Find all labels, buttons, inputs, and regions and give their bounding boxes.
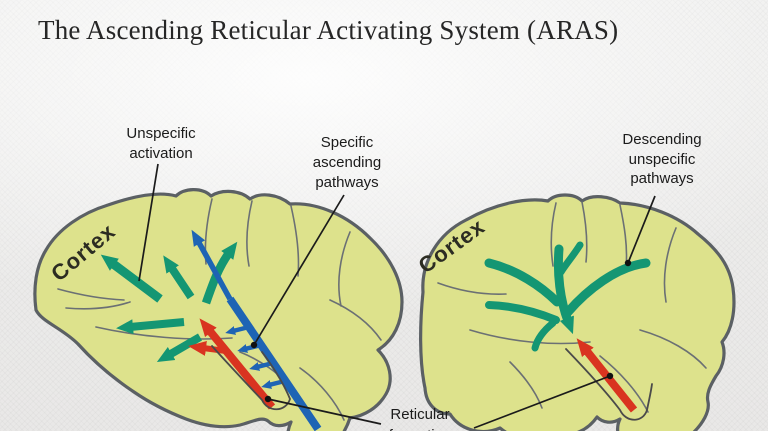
green-branch-right: [563, 258, 651, 317]
annotation-dots: [250, 259, 632, 403]
green-fork-branch: [557, 241, 584, 276]
slide-title: The Ascending Reticular Activating Syste…: [38, 15, 619, 45]
right-brain: Cortex: [414, 193, 736, 431]
leader-reticular-left: [267, 398, 382, 425]
label-descending-unspecific-pathways: Descending unspecific pathways: [622, 131, 702, 187]
left-brain-outline: [33, 188, 404, 431]
red-arrow-main-left: [199, 318, 276, 410]
green-arrow-down-left: [156, 333, 203, 363]
leader-specific-ascending: [253, 194, 345, 346]
leader-descending-unspecific: [627, 195, 656, 264]
leader-unspecific-activation: [138, 163, 159, 282]
green-tail: [531, 319, 557, 352]
green-arrow-left: [116, 318, 185, 335]
green-branch-left-upper: [484, 258, 562, 307]
blue-pathway-tip: [191, 229, 233, 301]
unspecific-activation-arrows: [100, 241, 238, 363]
green-arrow-up-left-short: [163, 255, 195, 300]
label-unspecific-activation: Unspecific activation: [126, 125, 196, 162]
reticular-formation-outline-left: [211, 345, 291, 411]
descending-unspecific-arrows: [484, 241, 651, 352]
label-reticular-formation: Reticular formation: [389, 406, 452, 431]
green-branch-left-lower: [485, 301, 560, 324]
green-arrow-up-left-long: [100, 254, 163, 303]
leader-reticular-right: [473, 375, 611, 429]
reticular-formation-outline-right: [565, 348, 653, 421]
left-brain: Cortex: [33, 188, 404, 431]
annotation-leader-lines: [138, 163, 656, 429]
red-arrow-main-right: [576, 338, 638, 413]
right-brain-outline: [419, 193, 736, 431]
label-specific-ascending-pathways: Specific ascending pathways: [312, 134, 382, 191]
